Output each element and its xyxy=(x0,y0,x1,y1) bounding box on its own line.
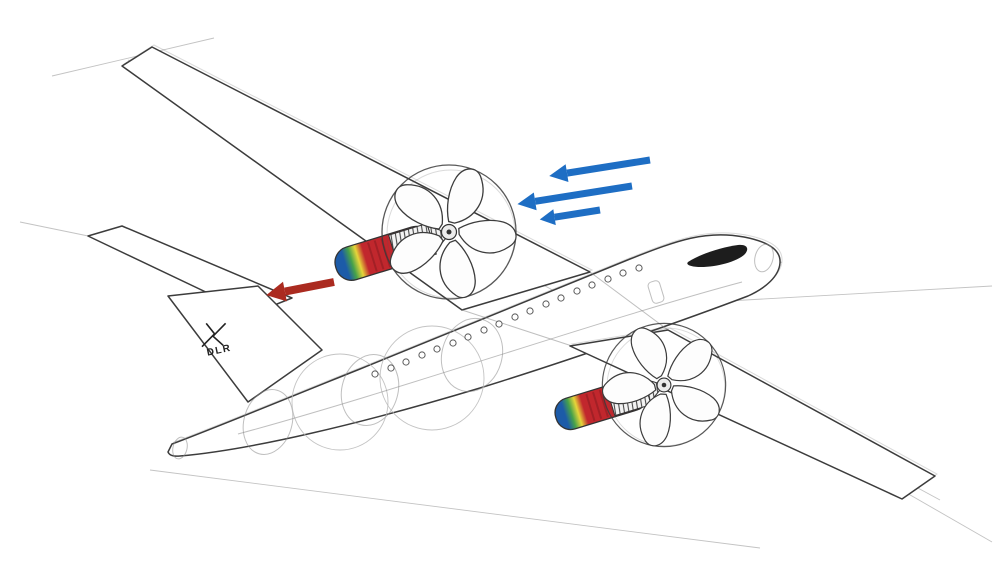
fuselage xyxy=(167,232,783,460)
cabin-window xyxy=(557,294,565,302)
cabin-window xyxy=(495,320,503,328)
cabin-window xyxy=(433,345,441,353)
inflow-arrow-icon xyxy=(517,182,633,211)
engine-near xyxy=(554,321,727,448)
dlr-logo-text: DLR xyxy=(206,343,233,359)
nacelle-stripes xyxy=(585,389,609,422)
cabin-window xyxy=(635,264,643,272)
inflow-arrows xyxy=(517,156,651,226)
inflow-arrow-icon xyxy=(539,206,601,226)
cabin-window xyxy=(511,313,519,321)
cabin-window xyxy=(402,358,410,366)
door-outline xyxy=(647,280,665,304)
cabin-window xyxy=(449,339,457,347)
cabin-window xyxy=(573,287,581,295)
inflow-arrow-icon xyxy=(549,156,651,183)
cockpit-windows xyxy=(687,244,748,267)
exhaust-arrow-icon xyxy=(266,278,335,302)
cabin-window xyxy=(480,326,488,334)
cabin-window xyxy=(387,364,395,372)
dlr-logo-star-icon xyxy=(201,322,227,348)
propeller-near xyxy=(598,321,727,448)
engine-far xyxy=(334,164,518,304)
cabin-window xyxy=(604,275,612,283)
fuselage-section-guides xyxy=(172,243,774,460)
cabin-window xyxy=(619,269,627,277)
vertical-fin: DLR xyxy=(167,285,323,403)
cabin-windows xyxy=(371,264,643,378)
cabin-window xyxy=(371,370,379,378)
propeller-far xyxy=(381,164,518,304)
cabin-window xyxy=(588,281,596,289)
cabin-window xyxy=(526,307,534,315)
cabin-window xyxy=(464,333,472,341)
cabin-window xyxy=(542,300,550,308)
dlr-logo: DLR xyxy=(201,322,233,359)
cabin-window xyxy=(418,351,426,359)
